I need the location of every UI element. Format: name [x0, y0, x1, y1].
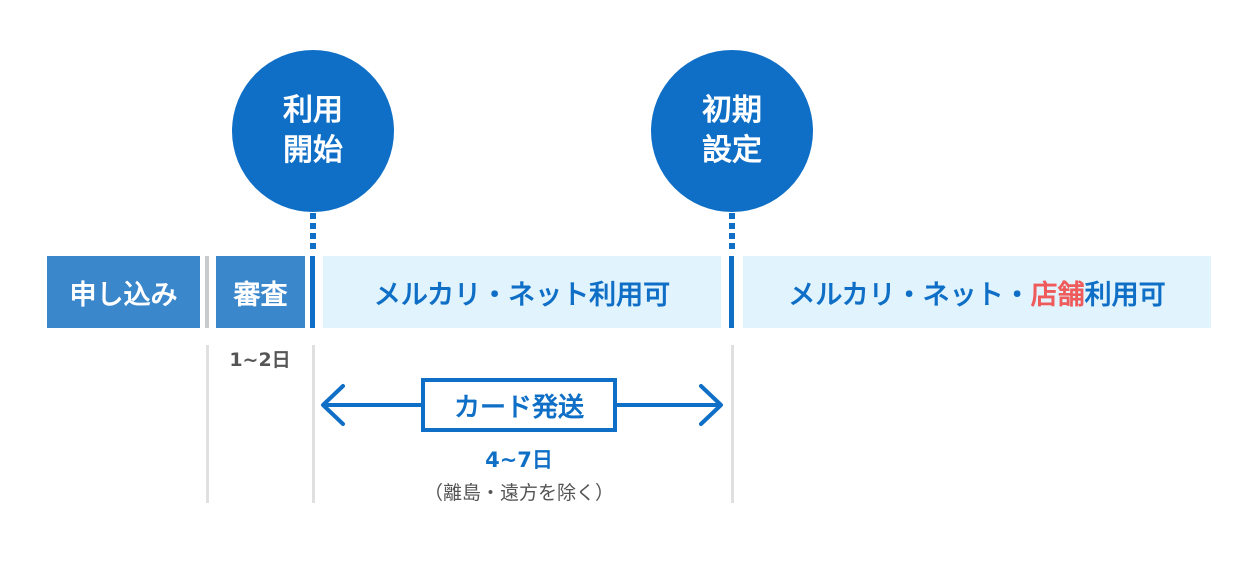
stage-review-label: 審査: [233, 279, 288, 311]
guide-line-usage-start: [312, 345, 315, 503]
shipping-label-box: カード発送: [421, 378, 617, 432]
guide-line-setup: [731, 345, 734, 503]
stage-review: 審査: [216, 256, 305, 328]
guide-line-review-start: [206, 345, 209, 503]
milestone-setup-dotted-connector: [729, 213, 735, 253]
milestone-start-circle: 利用 開始: [232, 50, 394, 212]
milestone-start-line2: 開始: [283, 133, 343, 168]
milestone-setup-circle: 初期 設定: [651, 50, 813, 212]
stage-net-label: メルカリ・ネット利用可: [373, 279, 671, 311]
stage-apply: 申し込み: [47, 256, 200, 328]
stage-store-highlight: 店舗: [1030, 279, 1085, 311]
stage-separator: [205, 256, 209, 328]
milestone-start-line1: 利用: [283, 93, 343, 128]
milestone-start-marker-line: [310, 256, 315, 328]
milestone-setup-marker-line: [729, 256, 734, 328]
arrow-right-icon: [699, 384, 723, 426]
milestone-setup-line1: 初期: [702, 93, 762, 128]
shipping-note: （離島・遠方を除く）: [423, 482, 614, 504]
milestone-setup-line2: 設定: [702, 133, 762, 168]
milestone-start-dotted-connector: [310, 213, 316, 253]
review-duration: 1~2日: [229, 349, 291, 371]
shipping-duration: 4~7日: [485, 448, 553, 472]
stage-store-available: メルカリ・ネット・店舗 利用可: [743, 256, 1211, 328]
arrow-left-icon: [321, 384, 345, 426]
stage-apply-label: 申し込み: [69, 279, 178, 311]
stage-net-available: メルカリ・ネット利用可: [323, 256, 721, 328]
stage-store-suffix: 利用可: [1084, 279, 1166, 311]
stage-store-prefix: メルカリ・ネット・: [788, 279, 1031, 311]
shipping-label: カード発送: [453, 392, 584, 423]
